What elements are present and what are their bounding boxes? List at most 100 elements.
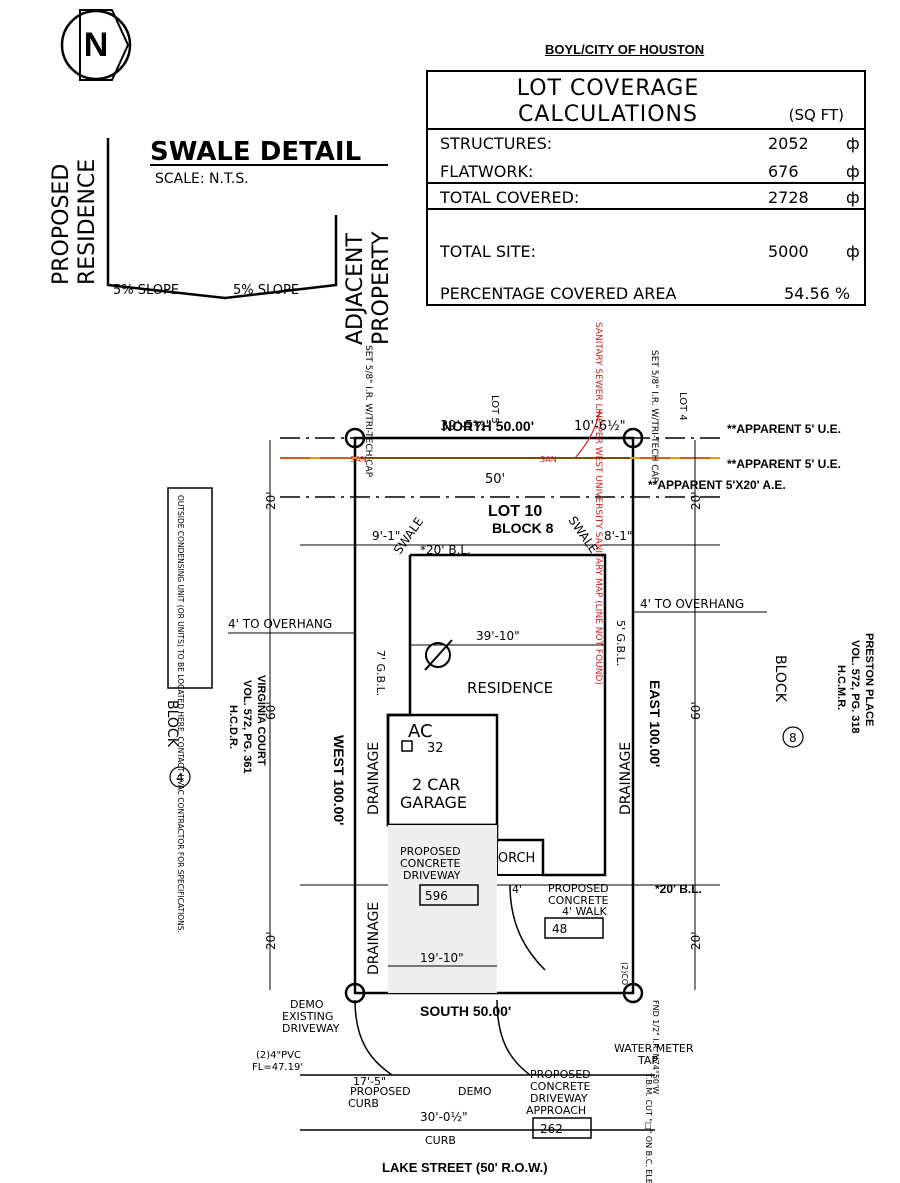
subdivision-volume: VOL. 572, PG. 318 bbox=[849, 640, 861, 734]
subdivision-volume: VOL. 572, PG. 361 bbox=[241, 680, 253, 774]
row-value: 5000 bbox=[768, 242, 809, 261]
width-19-10: 19'-10" bbox=[420, 951, 464, 965]
drainage-left: DRAINAGE bbox=[366, 742, 382, 815]
sanitary-sewer-note: SANITARY SEWER LINE PER WEST UNIVERSITY … bbox=[593, 322, 603, 685]
svg-text:DRAINAGE: DRAINAGE bbox=[618, 742, 634, 815]
row-symbol: ф bbox=[846, 134, 860, 153]
proposed-curb-label: CURB bbox=[348, 1097, 379, 1110]
gbl-right: 5' G.B.L. bbox=[614, 620, 627, 666]
right-block-label: BLOCK 8 PRESTON PLACE VOL. 572, PG. 318 … bbox=[772, 633, 875, 748]
svg-text:DRAINAGE: DRAINAGE bbox=[366, 902, 382, 975]
residence: RESIDENCE 39'-10" AC 32 2 CAR GARAGE POR… bbox=[386, 553, 607, 877]
lot-block: BLOCK 8 bbox=[492, 520, 554, 536]
demo-center-label: DEMO bbox=[458, 1085, 492, 1098]
driveway-label: CONCRETE bbox=[400, 857, 461, 870]
block-label: BLOCK bbox=[772, 655, 788, 703]
walk-label: CONCRETE bbox=[548, 894, 609, 907]
driveway-label: DRIVEWAY bbox=[403, 869, 461, 882]
row-label: STRUCTURES: bbox=[440, 134, 553, 153]
corner-pin bbox=[622, 982, 644, 1004]
swale-scale: SCALE: N.T.S. bbox=[155, 171, 249, 187]
row-symbol: ф bbox=[846, 242, 860, 261]
approach-value: 262 bbox=[540, 1122, 563, 1136]
walk-label: PROPOSED bbox=[548, 882, 609, 895]
curb-dimension: 17'-5" bbox=[353, 1075, 386, 1088]
ac-value: 32 bbox=[427, 741, 444, 756]
curb-label: CURB bbox=[425, 1134, 456, 1147]
north-arrow-letter: N bbox=[84, 26, 109, 64]
garage-label: GARAGE bbox=[400, 793, 467, 812]
tbm-note: T.B.M. CUT "□" ON B.C. ELEV.=47.77' bbox=[644, 1072, 653, 1183]
building-line-top: *20' B.L. bbox=[420, 543, 471, 557]
san-label: SAN bbox=[350, 455, 367, 464]
north-dimension-right: 10'-6½" bbox=[574, 419, 626, 434]
row-label: FLATWORK: bbox=[440, 162, 534, 181]
condensing-unit-note: OUTSIDE CONDENSING UNIT (OR UNITS) TO BE… bbox=[176, 495, 185, 933]
approach-label: CONCRETE bbox=[530, 1080, 591, 1093]
approach-label: DRIVEWAY bbox=[530, 1092, 588, 1105]
north-line-label: NORTH 50.00' bbox=[442, 418, 534, 434]
dim-20-bottom: 20' bbox=[264, 931, 278, 950]
approach-label: PROPOSED bbox=[530, 1068, 591, 1081]
table-title: LOT COVERAGE CALCULATIONS bbox=[498, 76, 718, 128]
swale-detail: SWALE DETAIL SCALE: N.T.S. 5% SLOPE 5% S… bbox=[49, 137, 394, 345]
cleanout-note: (2)CO bbox=[620, 962, 629, 985]
west-line-label: WEST 100.00' bbox=[331, 735, 347, 825]
overhang-right-label: 4' TO OVERHANG bbox=[640, 597, 744, 611]
row-divider bbox=[428, 182, 864, 184]
dim-30: 30'-0½" bbox=[420, 1110, 468, 1124]
dim-20-top: 20' bbox=[264, 491, 278, 510]
slope-left-label: 5% SLOPE bbox=[113, 283, 179, 298]
table-unit: (SQ FT) bbox=[788, 106, 844, 124]
block-number: 8 bbox=[789, 731, 797, 745]
subdivision-record: H.C.D.R. bbox=[227, 705, 239, 749]
lake-street-label: LAKE STREET (50' R.O.W.) bbox=[382, 1160, 548, 1175]
building-line-bottom: *20' B.L. bbox=[655, 882, 702, 896]
walk-label: 4' WALK bbox=[562, 905, 607, 918]
row-value: 2052 bbox=[768, 134, 809, 153]
row-symbol: ф bbox=[846, 162, 860, 181]
overhang-left-label: 4' TO OVERHANG bbox=[228, 617, 332, 631]
table-header: LOT COVERAGE CALCULATIONS (SQ FT) bbox=[428, 72, 864, 130]
approach-label: APPROACH bbox=[526, 1104, 586, 1117]
proposed-residence-line: RESIDENCE bbox=[75, 159, 100, 285]
pvc-label: (2)4"PVC bbox=[256, 1050, 301, 1061]
block-number: 4 bbox=[176, 771, 184, 785]
gbl-left: 7' G.B.L. bbox=[374, 650, 387, 696]
adjacent-property-line: PROPERTY bbox=[369, 231, 394, 345]
width-39-10: 39'-10" bbox=[476, 629, 520, 643]
lot-coverage-table: LOT COVERAGE CALCULATIONS (SQ FT) STRUCT… bbox=[426, 70, 866, 306]
residence-label: RESIDENCE bbox=[467, 679, 553, 697]
north-arrow: N bbox=[60, 9, 132, 81]
lot-name: LOT 10 bbox=[488, 503, 542, 520]
driveway-value: 596 bbox=[425, 889, 448, 903]
table-title-line: CALCULATIONS bbox=[518, 102, 698, 127]
svg-text:SAN: SAN bbox=[540, 455, 557, 464]
walk-dimension: 4' bbox=[512, 883, 522, 896]
left-setback-dim: 9'-1" bbox=[372, 529, 400, 543]
driveway-label: PROPOSED bbox=[400, 845, 461, 858]
subdivision-name: PRESTON PLACE bbox=[863, 633, 875, 726]
porch-label: PORCH bbox=[490, 851, 535, 866]
row-label: PERCENTAGE COVERED AREA bbox=[440, 284, 677, 303]
south-line-label: SOUTH 50.00' bbox=[420, 1003, 511, 1019]
svg-text:20': 20' bbox=[689, 931, 703, 950]
proposed-residence-line: PROPOSED bbox=[49, 164, 74, 285]
svg-text:20': 20' bbox=[689, 491, 703, 510]
city-label: BOYL/CITY OF HOUSTON bbox=[545, 42, 705, 57]
water-meter-label: TAP bbox=[637, 1054, 658, 1067]
water-meter-label: WATER METER bbox=[614, 1042, 694, 1055]
row-divider bbox=[428, 208, 864, 210]
ac-unit-icon bbox=[401, 740, 413, 752]
demo-label: DRIVEWAY bbox=[282, 1022, 340, 1035]
street-area: DEMO EXISTING DRIVEWAY (2)4"PVC FL=47.19… bbox=[252, 962, 694, 1183]
east-line-label: EAST 100.00' bbox=[647, 680, 663, 767]
proposed-curb-label: PROPOSED bbox=[350, 1085, 411, 1098]
row-value: 54.56 % bbox=[784, 284, 851, 303]
lot4-label: LOT 4 bbox=[677, 392, 688, 421]
lot5-label: LOT 5 bbox=[489, 395, 500, 424]
walk: PROPOSED CONCRETE 4' WALK 48 4' bbox=[509, 882, 609, 971]
garage-label: 2 CAR bbox=[412, 775, 461, 794]
ac-label: AC bbox=[408, 721, 433, 742]
pin-note-left: SET 5/8" I.R. W/TRI-TECH CAP bbox=[363, 345, 373, 478]
